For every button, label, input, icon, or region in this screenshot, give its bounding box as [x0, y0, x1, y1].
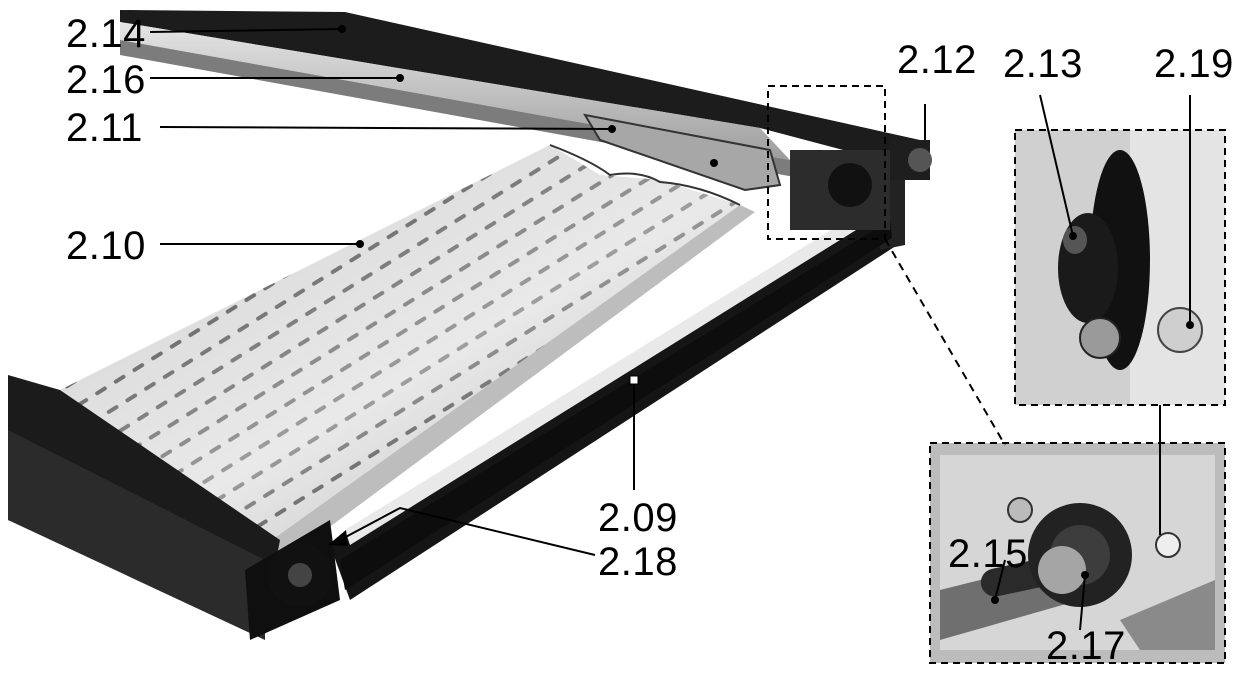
- callout-2-17: 2.17: [1046, 624, 1126, 668]
- leader-lines: [149, 28, 1191, 631]
- front-end-frame: [8, 375, 340, 640]
- drive-end: [790, 140, 932, 230]
- callout-2-14: 2.14: [66, 12, 146, 56]
- perforated-tray: [50, 144, 755, 560]
- callout-2-18: 2.18: [598, 540, 678, 584]
- tray-carrier: [582, 113, 782, 192]
- side-beam: [340, 220, 892, 590]
- callout-2-12: 2.12: [897, 38, 977, 82]
- callout-2-15: 2.15: [948, 532, 1028, 576]
- callout-2-19: 2.19: [1154, 42, 1234, 86]
- detail-marker-box: [767, 85, 886, 240]
- callout-2-10: 2.10: [66, 224, 146, 268]
- callout-2-09: 2.09: [598, 496, 678, 540]
- leader-dots: [338, 25, 1194, 604]
- leader-dot-2-09: [629, 375, 639, 385]
- inset-bearing-detail: [1014, 129, 1226, 406]
- arrowhead-2-18: [328, 530, 348, 546]
- callout-2-13: 2.13: [1003, 42, 1083, 86]
- callout-2-11: 2.11: [66, 106, 143, 150]
- callout-2-16: 2.16: [66, 58, 146, 102]
- inset-sprocket-detail: [929, 442, 1226, 664]
